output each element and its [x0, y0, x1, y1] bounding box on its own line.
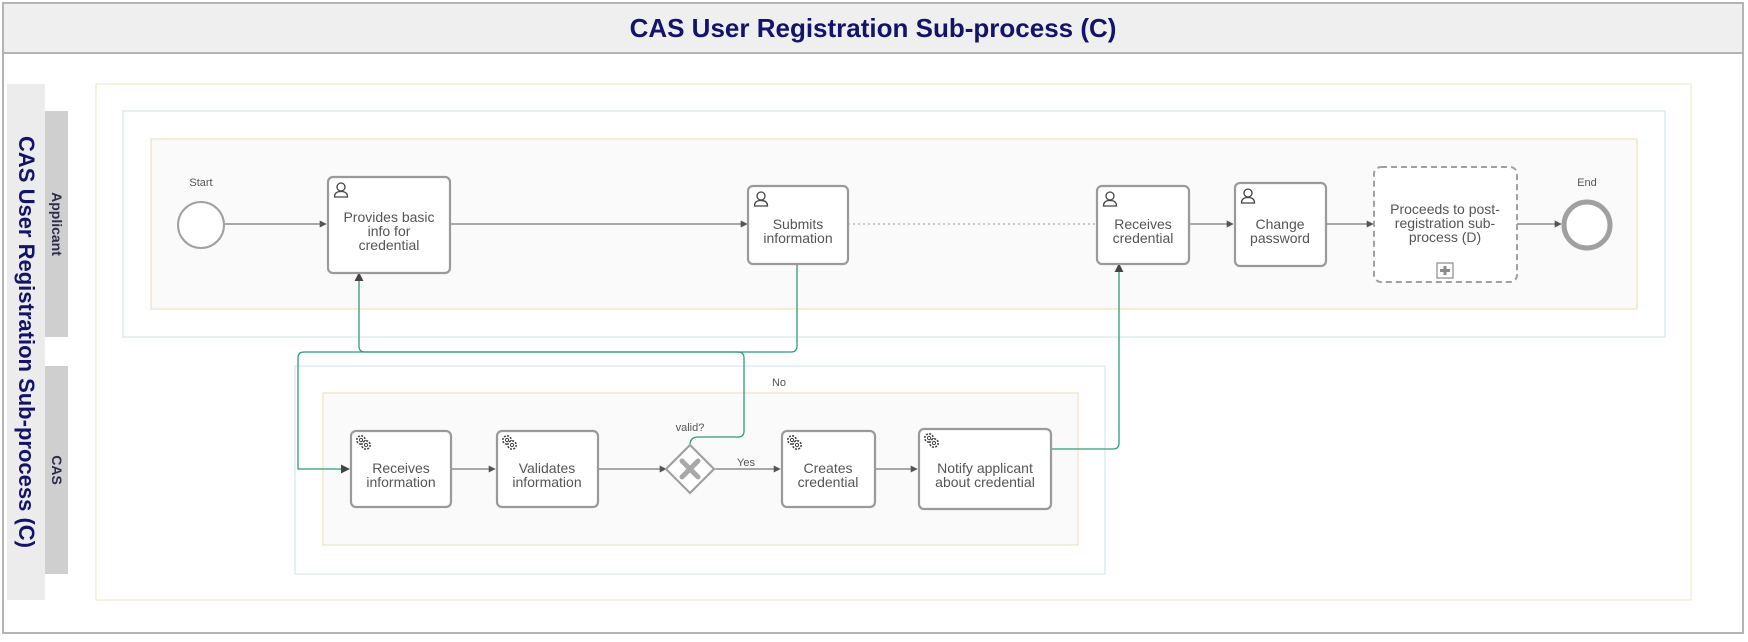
- applicant-lane-boundary: [122, 110, 1666, 338]
- svg-text:information: information: [512, 474, 581, 490]
- svg-text:Provides basic: Provides basic: [343, 209, 434, 225]
- gateway-label: valid?: [676, 422, 705, 434]
- diagram-title: CAS User Registration Sub-process (C): [629, 12, 1117, 43]
- task-validates-information[interactable]: Validates information: [495, 429, 600, 509]
- title-bar: CAS User Registration Sub-process (C): [4, 4, 1742, 54]
- svg-text:password: password: [1250, 230, 1310, 246]
- expand-plus-icon[interactable]: [1436, 262, 1454, 279]
- end-event: [1561, 199, 1613, 251]
- svg-text:info for: info for: [368, 223, 411, 239]
- svg-text:Change: Change: [1255, 216, 1304, 232]
- svg-text:Receives: Receives: [372, 460, 430, 476]
- task-creates-credential[interactable]: Creates credential: [780, 429, 877, 509]
- task-provides-basic-info[interactable]: Provides basic info for credential: [326, 175, 452, 275]
- subprocess-post-registration[interactable]: Proceeds to post- registration sub- proc…: [1373, 166, 1518, 283]
- svg-text:Proceeds to post-: Proceeds to post-: [1390, 201, 1500, 217]
- start-label: Start: [189, 177, 212, 189]
- flow-submits-to-cas-receives: [297, 264, 798, 474]
- svg-text:Notify applicant: Notify applicant: [937, 460, 1033, 476]
- task-notify-applicant[interactable]: Notify applicant about credential: [917, 427, 1053, 511]
- svg-text:about credential: about credential: [935, 474, 1035, 490]
- svg-text:information: information: [366, 474, 435, 490]
- svg-text:process (D): process (D): [1409, 229, 1481, 245]
- cas-lane-boundary: [294, 365, 1106, 575]
- task-cas-receives-information[interactable]: Receives information: [349, 429, 453, 509]
- flow-gateway-no-to-provides: [354, 272, 745, 446]
- start-event: [177, 201, 225, 249]
- exclusive-gateway-valid[interactable]: [664, 443, 716, 495]
- gateway-yes-label: Yes: [737, 457, 755, 469]
- task-receives-credential[interactable]: Receives credential: [1095, 184, 1191, 266]
- task-change-password[interactable]: Change password: [1233, 181, 1328, 268]
- task-submits-information[interactable]: Submits information: [746, 184, 850, 266]
- svg-text:information: information: [763, 230, 832, 246]
- flow-notify-to-receives-credential: [1051, 263, 1124, 450]
- pool-header: CAS User Registration Sub-process (C): [7, 84, 45, 600]
- svg-text:Submits: Submits: [773, 216, 824, 232]
- svg-text:credential: credential: [1113, 230, 1174, 246]
- svg-text:registration sub-: registration sub-: [1395, 215, 1496, 231]
- lane-header-applicant: Applicant: [45, 111, 68, 337]
- svg-text:credential: credential: [359, 237, 420, 253]
- end-label: End: [1577, 177, 1597, 189]
- svg-text:credential: credential: [798, 474, 859, 490]
- svg-text:Validates: Validates: [519, 460, 576, 476]
- lane-header-cas: CAS: [45, 366, 68, 574]
- gateway-no-label: No: [772, 377, 786, 389]
- svg-text:Creates: Creates: [803, 460, 852, 476]
- svg-text:Receives: Receives: [1114, 216, 1172, 232]
- pool-boundary: [95, 83, 1692, 601]
